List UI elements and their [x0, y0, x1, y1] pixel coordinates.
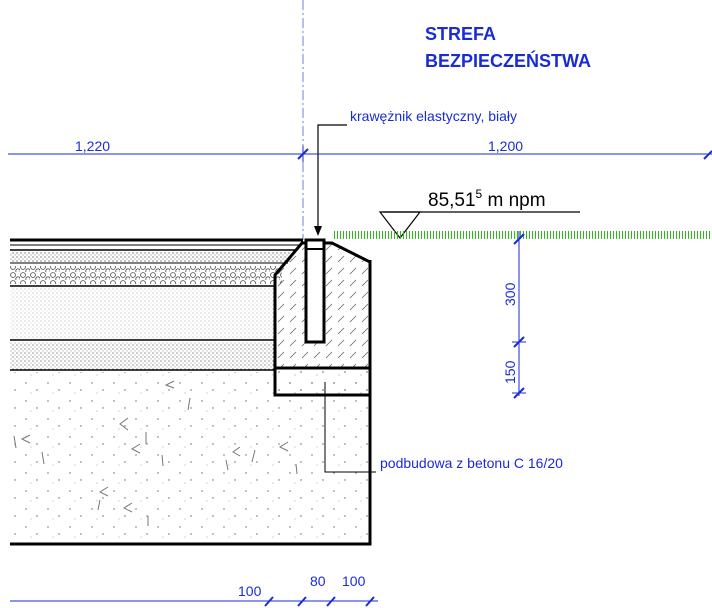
- concrete-base: [10, 260, 372, 546]
- dim-bottom-2: 80: [310, 573, 326, 589]
- curb-leader-arrow: [314, 226, 322, 236]
- dim-left-width: 1,220: [75, 138, 110, 154]
- dim-bottom-1: 100: [238, 583, 262, 599]
- dim-tick: [703, 150, 712, 160]
- pavement-layers: [10, 238, 303, 371]
- dim-bottom-3: 100: [342, 573, 366, 589]
- zone-title-line1: STREFA: [425, 24, 496, 44]
- elevation-triangle: [378, 211, 422, 239]
- curb-label: krawężnik elastyczny, biały: [350, 108, 517, 124]
- curb-leader: [317, 124, 347, 234]
- bottom-dimension: [10, 596, 378, 607]
- dim-right-width: 1,200: [488, 138, 523, 154]
- base-label: podbudowa z betonu C 16/20: [380, 455, 563, 471]
- dim-depth-top: 300: [502, 282, 518, 306]
- base-leader: [324, 382, 376, 473]
- zone-title-line2: BEZPIECZEŃSTWA: [425, 50, 591, 71]
- curb: [273, 238, 372, 397]
- dim-depth-bottom: 150: [502, 360, 518, 384]
- depth-dimension: [512, 231, 526, 399]
- elevation-label: 85,515 m npm: [428, 187, 546, 211]
- curb-insert: [304, 238, 326, 344]
